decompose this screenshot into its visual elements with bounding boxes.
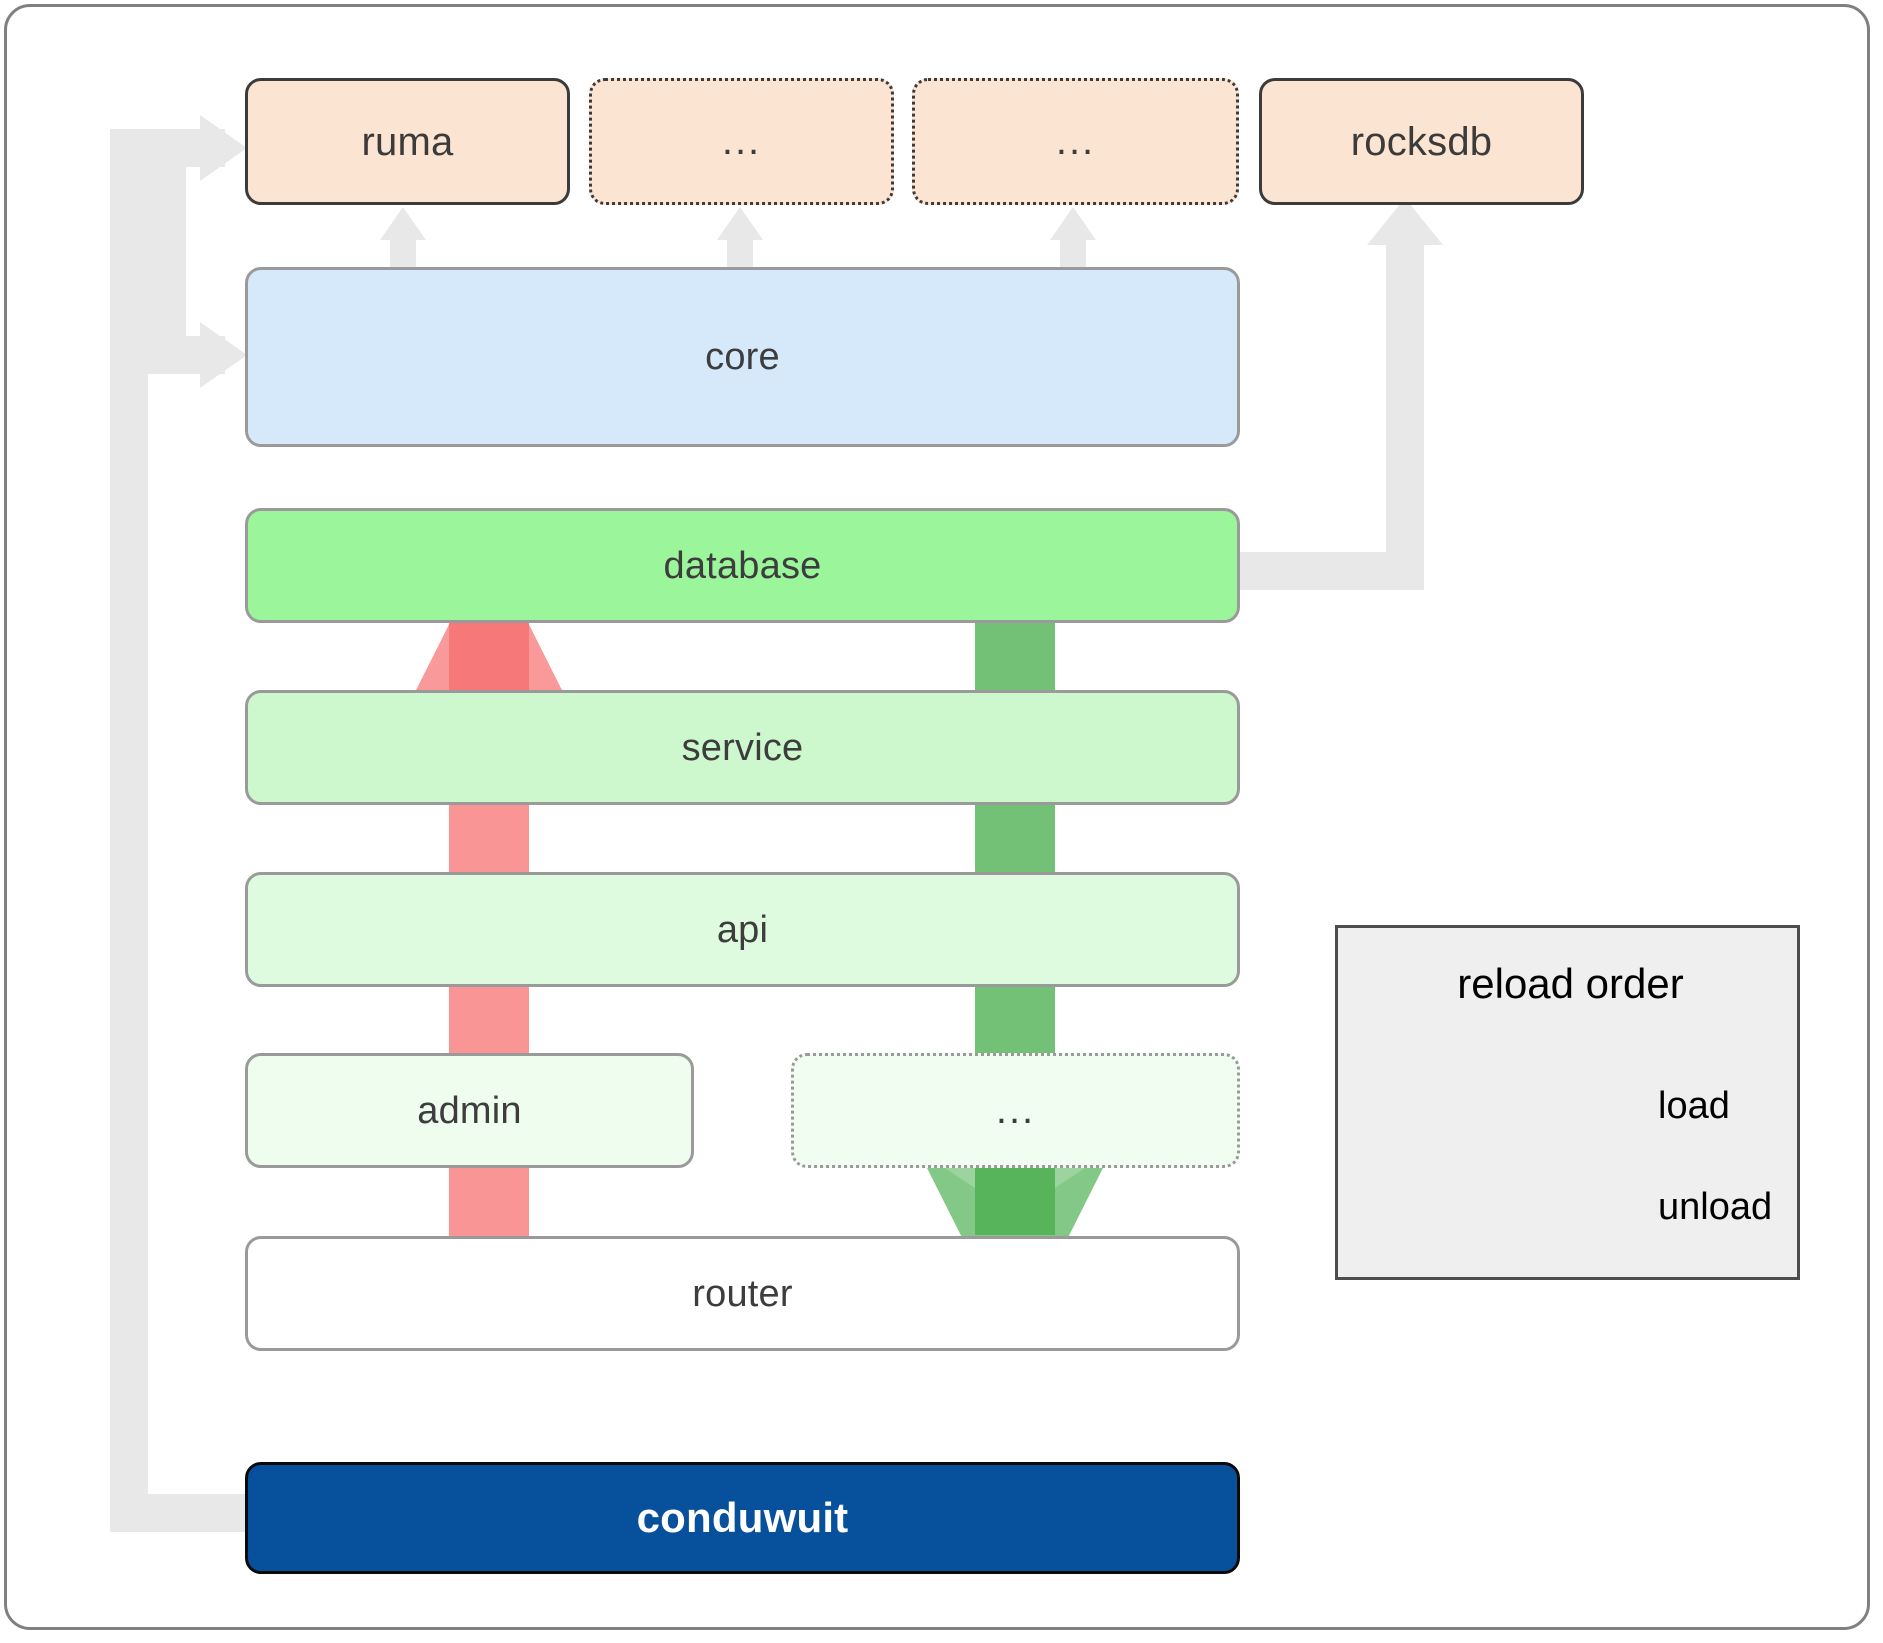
connector-core-to-dots1 [717, 207, 763, 273]
dependency-label-ellipsis-1: ... [721, 119, 762, 163]
layer-label-admin: admin [417, 1089, 522, 1132]
dependency-label-ruma: ruma [361, 119, 454, 164]
layer-box-admin[interactable]: admin [245, 1053, 694, 1168]
layer-box-database[interactable]: database [245, 508, 1240, 623]
connector-arrowhead-core [186, 322, 247, 388]
connector-arrowhead-ruma [186, 115, 247, 181]
legend-label-unload: unload [1658, 1186, 1773, 1228]
dependency-box-rocksdb[interactable]: rocksdb [1259, 78, 1584, 205]
layer-label-ellipsis: ... [995, 1088, 1036, 1132]
core-label: core [705, 336, 780, 378]
application-box-conduwuit[interactable]: conduwuit [245, 1462, 1240, 1574]
dependency-label-ellipsis-2: ... [1055, 119, 1096, 163]
dependency-label-rocksdb: rocksdb [1350, 119, 1493, 164]
connector-database-to-rocksdb [1240, 198, 1443, 590]
layer-label-api: api [716, 908, 769, 951]
layer-box-api[interactable]: api [245, 872, 1240, 987]
dependency-box-ellipsis-2[interactable]: ... [912, 78, 1239, 205]
legend-label-load: load [1658, 1085, 1730, 1127]
layer-box-service[interactable]: service [245, 690, 1240, 805]
connector-core-to-dots2 [1050, 207, 1096, 273]
application-label: conduwuit [636, 1494, 849, 1541]
layer-box-ellipsis[interactable]: ... [791, 1053, 1240, 1168]
layer-label-router: router [692, 1272, 793, 1315]
layer-label-database: database [663, 544, 822, 587]
dependency-box-ruma[interactable]: ruma [245, 78, 570, 205]
dependency-box-ellipsis-1[interactable]: ... [589, 78, 894, 205]
connector-core-to-ruma [380, 207, 426, 273]
core-box[interactable]: core [245, 267, 1240, 447]
legend-panel: reload order load unload [1335, 925, 1800, 1280]
layer-box-router[interactable]: router [245, 1236, 1240, 1351]
legend-title: reload order [1457, 960, 1684, 1007]
layer-label-service: service [681, 726, 804, 769]
